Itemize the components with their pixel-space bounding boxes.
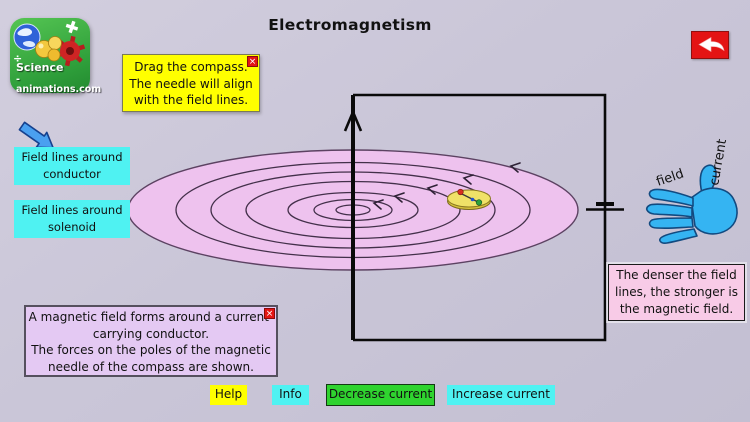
site-logo: ÷ Science -animations.com	[10, 18, 101, 94]
page-title: Electromagnetism	[268, 16, 432, 34]
instruction-line: The needle will align	[129, 76, 253, 91]
close-icon[interactable]: ×	[247, 56, 258, 67]
divide-icon: ÷	[13, 52, 22, 65]
circuit-wire	[353, 93, 607, 342]
hand-palm	[690, 187, 738, 235]
compass-north-pole	[457, 188, 464, 196]
density-note: The denser the field lines, the stronger…	[608, 264, 745, 321]
logo-line2: -animations.com	[16, 74, 102, 95]
nav-label: Field lines around	[21, 203, 123, 217]
increase-current-button[interactable]: Increase current	[447, 385, 555, 405]
nav-label: solenoid	[47, 220, 97, 234]
hand-thumb	[699, 164, 717, 195]
back-arrow-icon	[698, 36, 725, 53]
hand-finger	[648, 217, 694, 230]
compass[interactable]	[447, 188, 491, 210]
back-button[interactable]	[691, 31, 729, 59]
explanation-line: The forces on the poles of the magnetic	[31, 343, 271, 357]
plus-icon	[65, 20, 79, 34]
nav-label: Field lines around	[21, 150, 123, 164]
info-button[interactable]: Info	[272, 385, 309, 405]
compass-pivot	[470, 197, 475, 202]
decrease-current-button[interactable]: Decrease current	[326, 384, 435, 406]
hand-finger	[659, 228, 698, 244]
instruction-line: Drag the compass.	[134, 60, 248, 74]
molecule-icon	[35, 36, 62, 62]
logo-line1: Science	[16, 61, 64, 74]
close-icon[interactable]: ×	[264, 308, 275, 319]
field-direction-arrows	[372, 162, 521, 210]
instruction-box: Drag the compass. The needle will align …	[122, 54, 260, 112]
current-direction-arrow	[343, 108, 363, 132]
hand-finger	[646, 203, 693, 218]
explanation-line: needle of the compass are shown.	[48, 359, 254, 374]
battery-symbol	[586, 202, 624, 211]
right-hand-rule-icon: field current	[646, 138, 738, 244]
help-button[interactable]: Help	[210, 385, 247, 405]
hand-field-label: field	[654, 166, 685, 189]
nav-field-lines-solenoid[interactable]: Field lines around solenoid	[14, 200, 130, 238]
explanation-note: A magnetic field forms around a current-…	[24, 305, 278, 377]
density-line: lines, the stronger is	[615, 285, 738, 299]
gear-icon	[55, 35, 86, 67]
hand-finger	[648, 188, 694, 207]
explanation-line: carrying conductor.	[92, 326, 210, 341]
instruction-line: with the field lines.	[133, 93, 249, 107]
nav-field-lines-conductor[interactable]: Field lines around conductor	[14, 147, 130, 185]
nav-label: conductor	[43, 167, 101, 181]
compass-south-pole	[475, 199, 483, 206]
density-line: the magnetic field.	[619, 302, 734, 316]
explanation-line: A magnetic field forms around a current-	[28, 310, 274, 324]
density-line: The denser the field	[616, 268, 737, 282]
